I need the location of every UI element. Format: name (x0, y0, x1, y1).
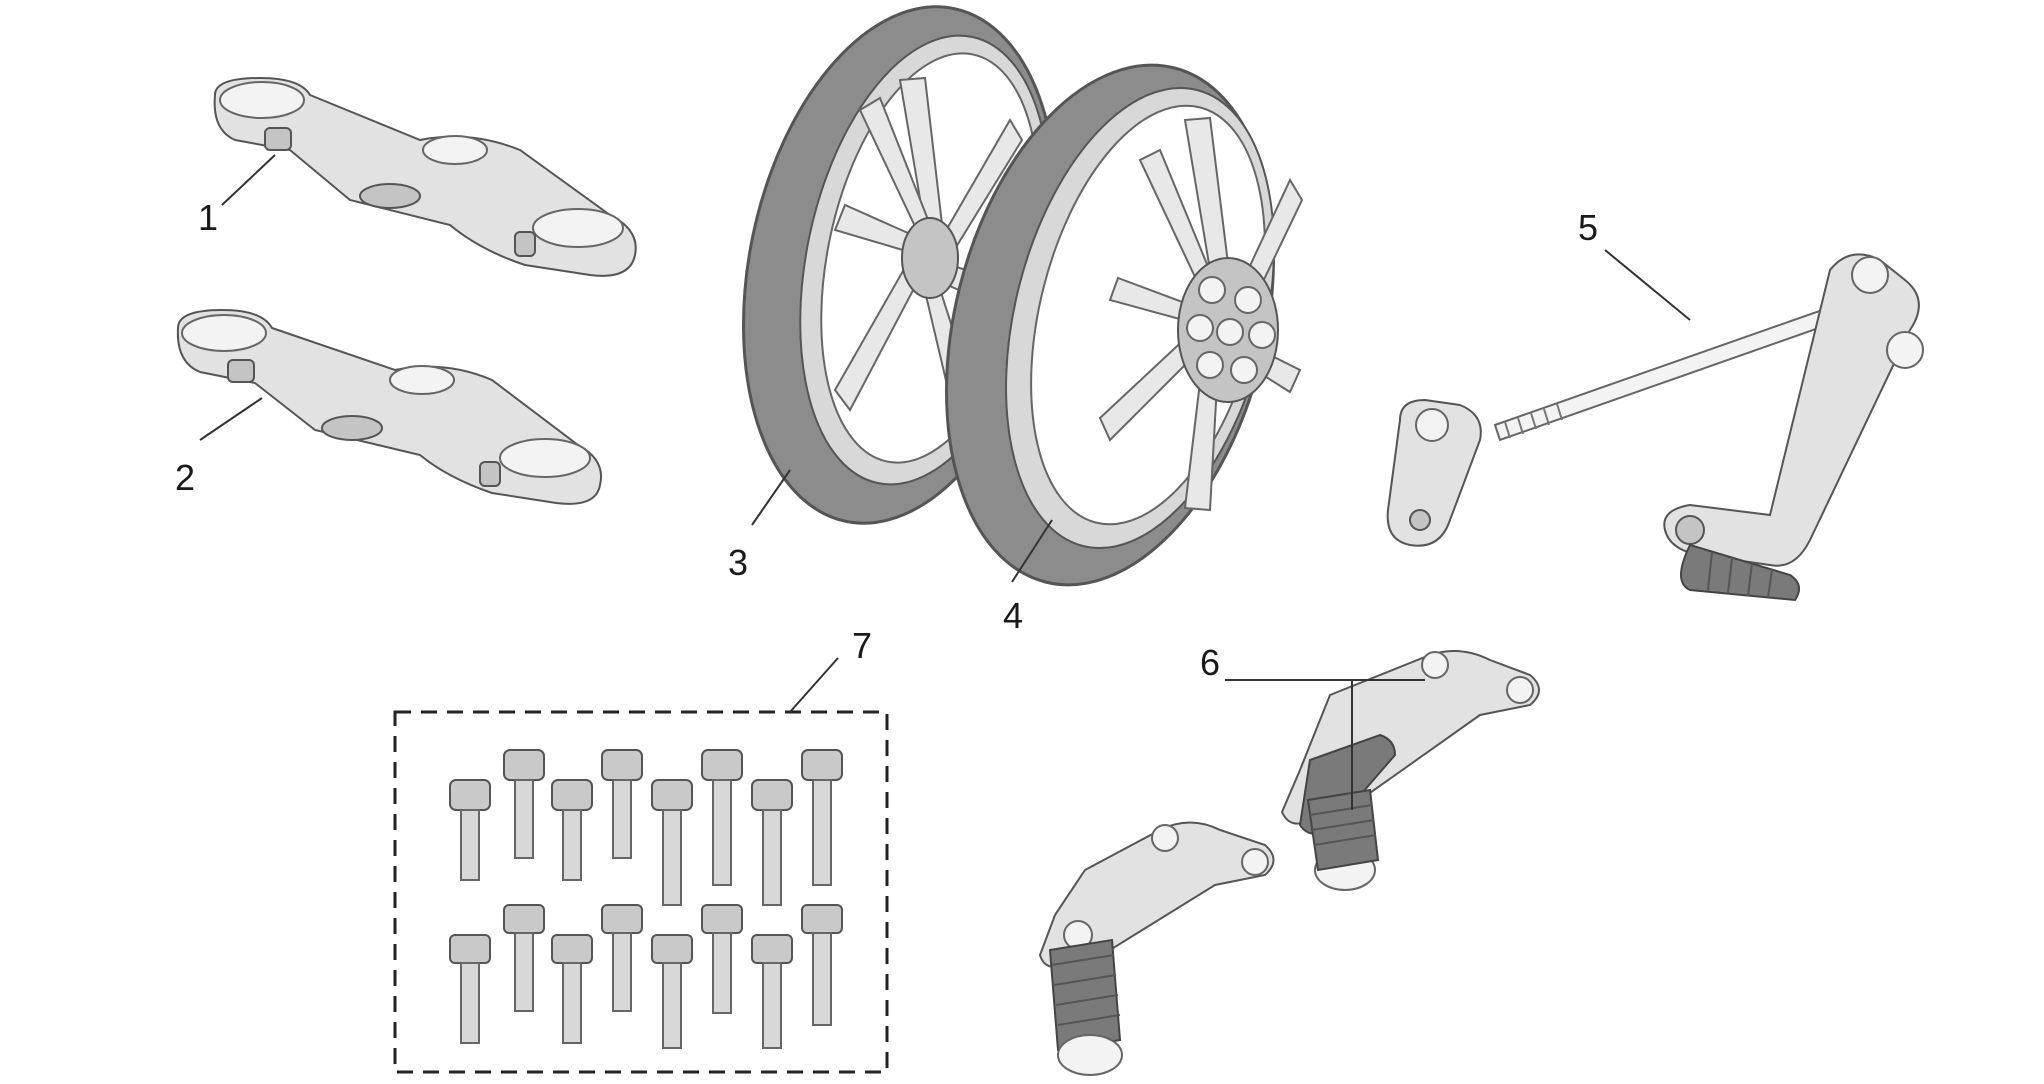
part-7-bolt-kit (393, 710, 889, 1074)
callout-6: 6 (1200, 642, 1220, 683)
part-2-lower-triple-clamp (176, 308, 602, 505)
part-5-shift-lever-assembly (1386, 253, 1924, 602)
callout-numbers: 1 2 3 4 5 6 7 (175, 197, 1598, 683)
leader-5 (1604, 249, 1691, 321)
leader-lines (199, 154, 1691, 810)
part-6-footpeg-brackets (1038, 650, 1540, 1076)
part-1-upper-triple-clamp (213, 76, 637, 277)
bolt-row-upper (449, 749, 843, 906)
leader-4 (1011, 519, 1053, 583)
leader-7 (789, 657, 839, 713)
leader-3 (751, 469, 791, 526)
callout-5: 5 (1578, 207, 1598, 248)
leader-2 (199, 397, 263, 441)
leader-1 (221, 154, 276, 206)
callout-3: 3 (728, 542, 748, 583)
callout-1: 1 (198, 197, 218, 238)
callout-2: 2 (175, 457, 195, 498)
callout-4: 4 (1003, 595, 1023, 636)
bolt-row-lower (449, 904, 843, 1049)
part-4-rear-wheel (945, 63, 1304, 587)
callout-7: 7 (852, 625, 872, 666)
